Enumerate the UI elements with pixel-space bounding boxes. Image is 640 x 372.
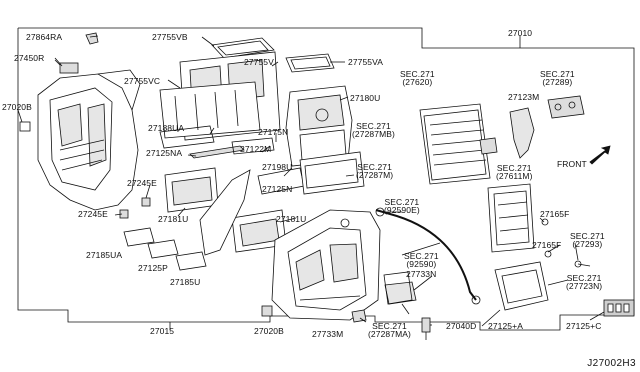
clip-27020B <box>19 121 31 132</box>
label-27123M: 27123M <box>508 92 540 102</box>
resistor-27125C <box>603 299 635 317</box>
bracket-27123M <box>509 107 535 159</box>
clip-27245E-a <box>141 197 151 207</box>
damper-27188UA <box>159 125 215 149</box>
hose-end <box>471 295 481 305</box>
vent-box-27180U <box>285 85 353 167</box>
label-27125N: 27125N <box>262 184 293 194</box>
mode-door-27181U-left <box>164 167 219 213</box>
damper-27122M <box>231 137 275 155</box>
actuator-27723N <box>494 261 549 311</box>
clip-27864RA <box>85 32 99 45</box>
label-sec271-27289: SEC.271(27289) <box>540 69 575 87</box>
label-27188UA: 27188UA <box>148 123 185 133</box>
label-sec271-27723N: SEC.271(27723N) <box>566 273 603 291</box>
label-27020B-top: 27020B <box>2 102 32 112</box>
valve-27289 <box>547 95 585 119</box>
label-27015: 27015 <box>150 326 175 336</box>
label-27185UA: 27185UA <box>86 250 123 260</box>
label-27185U: 27185U <box>170 277 201 287</box>
label-27175N: 27175N <box>258 127 289 137</box>
label-27181U-a: 27181U <box>158 214 189 224</box>
diagram-code: J27002H3 <box>587 358 636 369</box>
label-27181U-b: 27181U <box>276 214 307 224</box>
label-sec271-27287MB: SEC.271(27287MB) <box>352 121 395 139</box>
seal-27755VB <box>211 37 275 59</box>
part-27733M <box>351 309 367 323</box>
label-sec271-27287MA: SEC.271(27287MA) <box>368 321 411 339</box>
seal-27755VA <box>285 53 335 73</box>
label-27755V: 27755V <box>244 57 274 67</box>
panel-27287M <box>299 151 365 195</box>
intake-grid-27755VC <box>159 51 281 141</box>
label-27450R: 27450R <box>14 53 45 63</box>
label-27122M: 27122M <box>240 144 272 154</box>
label-27245E-b: 27245E <box>78 209 108 219</box>
door-27185UA <box>123 227 155 247</box>
label-27198U: 27198U <box>262 162 293 172</box>
label-27755VC: 27755VC <box>124 76 161 86</box>
connector-27450R <box>54 59 79 74</box>
label-27864RA: 27864RA <box>26 32 63 42</box>
label-27125C: 27125+C <box>566 321 602 331</box>
label-27755VB: 27755VB <box>152 32 188 42</box>
label-27165F-top: 27165F <box>540 209 570 219</box>
label-27180U: 27180U <box>350 93 381 103</box>
label-sec271-27287M: SEC.271(27287M) <box>356 162 394 180</box>
label-27020B-bottom: 27020B <box>254 326 284 336</box>
door-27125P <box>147 239 179 259</box>
label-27165F: 27165F <box>532 240 562 250</box>
bolt-27165F <box>541 218 552 258</box>
mode-door-27181U-right <box>231 209 287 253</box>
label-27125NA: 27125NA <box>146 148 183 158</box>
label-27245E-a: 27245E <box>127 178 157 188</box>
part-27733N <box>384 281 417 305</box>
fitting-27293 <box>574 260 591 268</box>
assembly-bracket-outline <box>17 27 635 331</box>
rod-27125NA <box>189 145 245 159</box>
label-27755VA: 27755VA <box>348 57 384 67</box>
front-arrow <box>589 145 611 165</box>
door-27185U <box>175 251 207 271</box>
label-sec271-27293: SEC.271(27293) <box>570 231 605 249</box>
bolt-27040D <box>421 317 431 340</box>
label-27040D: 27040D <box>446 321 477 331</box>
label-27125P: 27125P <box>138 263 168 273</box>
label-27125A: 27125+A <box>488 321 523 331</box>
left-heater-case <box>19 69 141 211</box>
lever-27125N <box>199 169 251 256</box>
label-27733M: 27733M <box>312 329 344 339</box>
label-sec271-92590: SEC.271(92590) <box>404 251 439 269</box>
label-sec271-27611M: SEC.271(27611M) <box>496 163 533 181</box>
lower-case-27015 <box>271 209 381 321</box>
heater-core-27611M <box>487 183 535 253</box>
label-27010: 27010 <box>508 28 533 38</box>
label-sec271-27620: SEC.271(27620) <box>400 69 435 87</box>
part-27287MA <box>383 271 413 305</box>
label-sec271-92590E: SEC.271(92590E) <box>384 197 420 215</box>
drain-hose-92590 <box>375 209 477 301</box>
label-front: FRONT <box>557 159 587 169</box>
clip-27020B-lower <box>261 305 273 317</box>
evaporator-27620 <box>419 103 498 185</box>
label-27733N: 27733N <box>406 269 437 279</box>
